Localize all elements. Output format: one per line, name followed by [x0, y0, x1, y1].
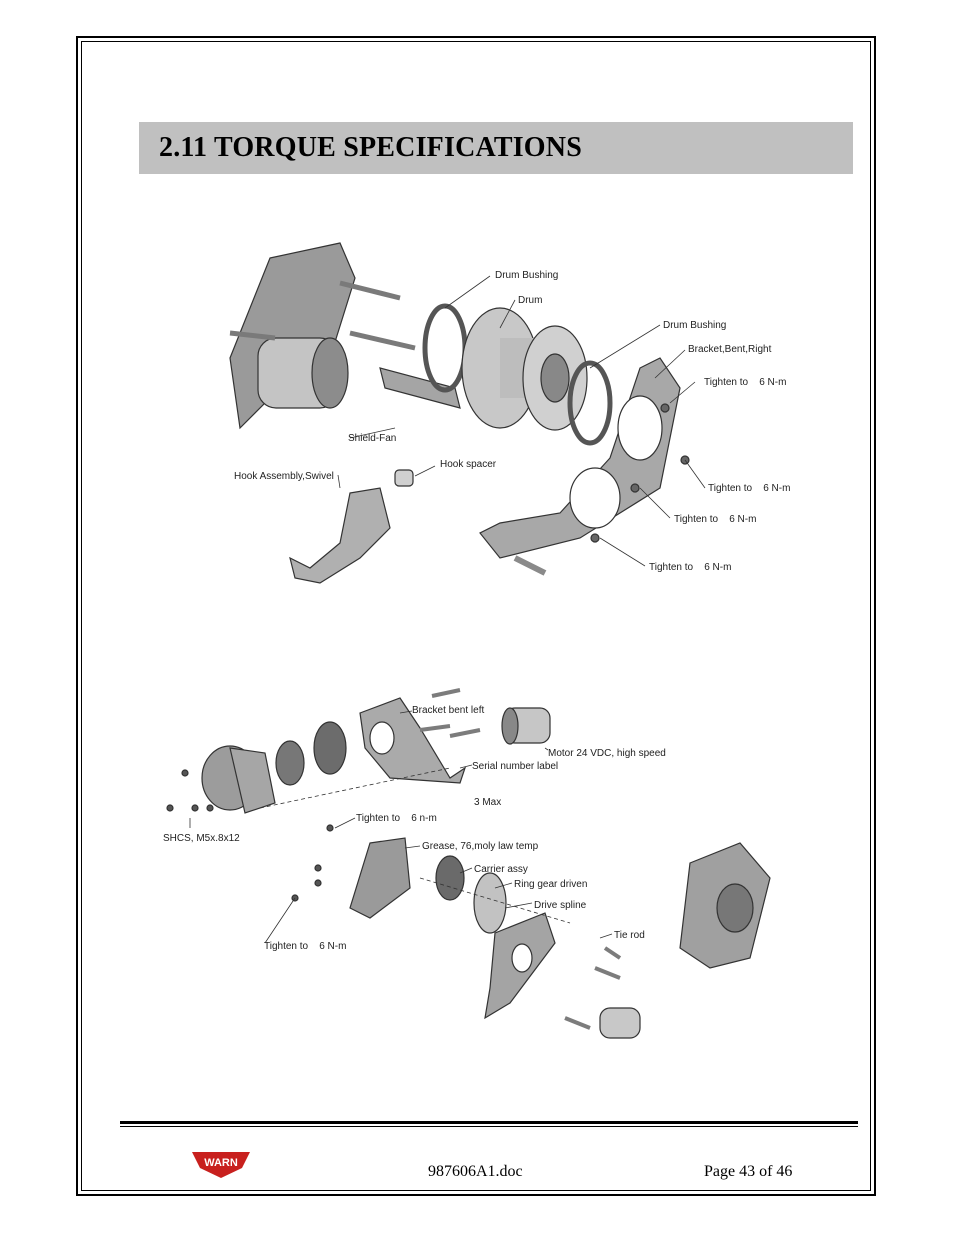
label-drum-bushing-right: Drum Bushing [663, 320, 726, 331]
exploded-gearbox-diagram: Bracket bent left Motor 24 VDC, high spe… [163, 688, 771, 1039]
label-shcs: SHCS, M5x.8x12 [163, 833, 240, 844]
label-carrier: Carrier assy [474, 864, 528, 875]
footer-rule-thin [120, 1126, 858, 1127]
label-drum: Drum [518, 295, 542, 306]
label-serial-number: Serial number label [472, 761, 558, 772]
label-tighten-a: Tighten to 6 n-m [356, 813, 437, 824]
label-hook-spacer: Hook spacer [440, 459, 497, 470]
drum-bushing-right [567, 360, 613, 446]
footer-rule [120, 1121, 858, 1124]
warn-logo: WARN [192, 1152, 250, 1178]
exploded-winch-diagram: Drum Bushing Drum Drum Bushing Bracket,B… [229, 242, 790, 584]
motor-lower [599, 1007, 641, 1039]
ring-gear [473, 872, 507, 934]
label-tighten-1: Tighten to 6 N-m [704, 377, 786, 388]
label-bracket-right: Bracket,Bent,Right [688, 344, 772, 355]
section-title: 2.11 TORQUE SPECIFICATIONS [159, 132, 582, 163]
logo-text: WARN [204, 1157, 238, 1169]
label-drive-spline: Drive spline [534, 900, 587, 911]
label-tighten-4: Tighten to 6 N-m [649, 562, 731, 573]
page-number: Page 43 of 46 [704, 1163, 793, 1180]
gear-cover [349, 837, 411, 919]
document-name: 987606A1.doc [428, 1163, 523, 1180]
page-border-outer [76, 36, 876, 1196]
hook-spacer [394, 469, 414, 487]
label-tighten-b: Tighten to 6 N-m [264, 941, 346, 952]
label-motor: Motor 24 VDC, high speed [548, 748, 666, 759]
label-grease: Grease, 76,moly law temp [422, 841, 539, 852]
page-border-inner [81, 41, 871, 1191]
label-tighten-2: Tighten to 6 N-m [708, 483, 790, 494]
label-tighten-3: Tighten to 6 N-m [674, 514, 756, 525]
hook-assembly [289, 487, 391, 584]
gear-1 [275, 740, 305, 786]
bracket-left [359, 697, 467, 784]
label-tie-rod: Tie rod [614, 930, 645, 941]
motor-end [311, 337, 349, 409]
gear-2 [313, 721, 347, 775]
drum-bushing-left [422, 303, 468, 393]
label-shield-fan: Shield-Fan [348, 433, 396, 444]
label-drum-bushing-top: Drum Bushing [495, 270, 558, 281]
label-bracket-left: Bracket bent left [412, 705, 484, 716]
carrier-assy [435, 855, 465, 901]
label-ring-gear: Ring gear driven [514, 879, 587, 890]
label-3-max: 3 Max [474, 797, 501, 808]
label-hook-assembly: Hook Assembly,Swivel [234, 471, 334, 482]
section-heading: 2.11 TORQUE SPECIFICATIONS [139, 122, 853, 174]
